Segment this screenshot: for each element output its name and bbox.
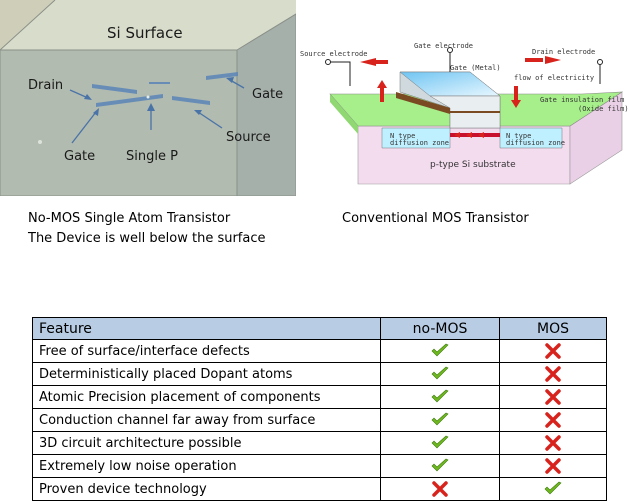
- caption-left-subtitle: The Device is well below the surface: [28, 231, 266, 246]
- drain-electrode-label: Drain electrode: [532, 48, 596, 56]
- feature-cell: Extremely low noise operation: [32, 454, 381, 478]
- cross-icon: [499, 339, 607, 363]
- table-row: Atomic Precision placement of components: [32, 385, 607, 409]
- cross-icon: [499, 408, 607, 432]
- table-row: Conduction channel far away from surface: [32, 408, 607, 432]
- gate-label-bottom: Gate: [64, 149, 96, 164]
- header-nomos: no-MOS: [380, 317, 500, 340]
- cross-icon: [499, 431, 607, 455]
- insulation-label-2: (Oxide film): [578, 105, 629, 113]
- gate-label-right: Gate: [252, 87, 284, 102]
- feature-cell: Free of surface/interface defects: [32, 339, 381, 363]
- gate-metal-label: Gate (Metal): [450, 64, 501, 72]
- cross-icon: [380, 477, 500, 501]
- single-atom-transistor-figure: Si Surface Drain Gate Source Gate Single…: [0, 0, 296, 196]
- table-row: Extremely low noise operation: [32, 454, 607, 478]
- cross-icon: [499, 385, 607, 409]
- check-icon: [380, 362, 500, 386]
- comparison-table: Feature no-MOS MOS Free of surface/inter…: [32, 317, 607, 501]
- cube-diagram: [0, 0, 296, 196]
- si-surface-label: Si Surface: [107, 24, 183, 42]
- feature-cell: Deterministically placed Dopant atoms: [32, 362, 381, 386]
- n-right-label-1: N type: [506, 132, 532, 140]
- cross-icon: [499, 454, 607, 478]
- gate-electrode-label: Gate electrode: [414, 42, 474, 50]
- table-header-row: Feature no-MOS MOS: [32, 317, 607, 340]
- feature-cell: Conduction channel far away from surface: [32, 408, 381, 432]
- caption-left-title: No-MOS Single Atom Transistor: [28, 211, 231, 226]
- table-row: Proven device technology: [32, 477, 607, 501]
- check-icon: [380, 408, 500, 432]
- check-icon: [380, 454, 500, 478]
- caption-right-title: Conventional MOS Transistor: [342, 211, 529, 226]
- substrate-label: p-type Si substrate: [430, 160, 516, 170]
- feature-cell: 3D circuit architecture possible: [32, 431, 381, 455]
- header-mos: MOS: [499, 317, 607, 340]
- check-icon: [499, 477, 607, 501]
- feature-cell: Proven device technology: [32, 477, 381, 501]
- table-row: 3D circuit architecture possible: [32, 431, 607, 455]
- single-p-label: Single P: [126, 149, 178, 164]
- cross-icon: [499, 362, 607, 386]
- n-left-label-1: N type: [390, 132, 416, 140]
- feature-cell: Atomic Precision placement of components: [32, 385, 381, 409]
- source-electrode-label: Source electrode: [300, 50, 368, 58]
- n-left-label-2: diffusion zone: [390, 139, 450, 147]
- header-feature: Feature: [32, 317, 381, 340]
- flow-label: flow of electricity: [514, 74, 595, 82]
- table-row: Free of surface/interface defects: [32, 339, 607, 363]
- insulation-label-1: Gate insulation film: [540, 96, 625, 104]
- table-row: Deterministically placed Dopant atoms: [32, 362, 607, 386]
- check-icon: [380, 339, 500, 363]
- mos-diagram: [325, 47, 624, 185]
- check-icon: [380, 431, 500, 455]
- source-label: Source: [226, 130, 271, 145]
- drain-label: Drain: [28, 78, 64, 93]
- n-right-label-2: diffusion zone: [506, 139, 566, 147]
- check-icon: [380, 385, 500, 409]
- mos-transistor-figure: Gate electrode Source electrode Drain el…: [300, 36, 630, 196]
